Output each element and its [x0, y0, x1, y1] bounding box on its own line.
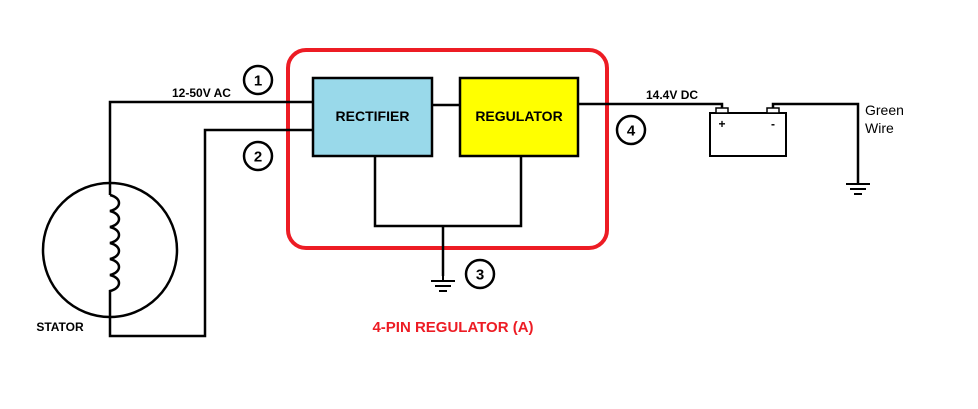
dc-output-wire	[578, 102, 724, 113]
green-wire-label-line1: Green	[865, 102, 904, 118]
diagram-caption: 4-PIN REGULATOR (A)	[372, 319, 533, 336]
green-wire-label-line2: Wire	[865, 120, 894, 136]
pin-marker-2: 2	[242, 140, 274, 172]
battery-body	[709, 112, 787, 157]
battery: + -	[709, 107, 787, 157]
input-voltage-label: 12-50V AC	[172, 86, 231, 100]
battery-plus-sign: +	[718, 117, 725, 131]
ac-wire-2	[108, 128, 313, 338]
wiring	[108, 100, 860, 338]
ground-symbol-green-wire	[846, 183, 870, 195]
battery-terminal-negative	[766, 107, 780, 114]
stator-coil	[108, 193, 121, 302]
svg-text:2: 2	[254, 149, 262, 166]
internal-ground-bus	[373, 156, 523, 228]
pin-marker-3: 3	[464, 258, 496, 290]
battery-minus-sign: -	[771, 117, 775, 131]
svg-text:3: 3	[476, 267, 484, 284]
rectifier-label: RECTIFIER	[336, 108, 410, 124]
rectifier-block	[311, 76, 434, 158]
ac-wire-1	[108, 100, 313, 195]
output-voltage-label: 14.4V DC	[646, 88, 698, 102]
stator-label: STATOR	[36, 320, 84, 334]
svg-text:1: 1	[254, 73, 262, 90]
pin-marker-4: 4	[615, 114, 647, 146]
regulator-block	[458, 76, 580, 158]
svg-text:4: 4	[627, 123, 636, 140]
ground-symbol-main	[431, 276, 455, 292]
stator	[41, 181, 179, 319]
battery-terminal-positive	[715, 107, 729, 114]
regulator-label: REGULATOR	[475, 108, 562, 124]
stator-circle	[41, 181, 179, 319]
pin-marker-1: 1	[242, 64, 274, 96]
regulator-enclosure	[286, 48, 609, 250]
